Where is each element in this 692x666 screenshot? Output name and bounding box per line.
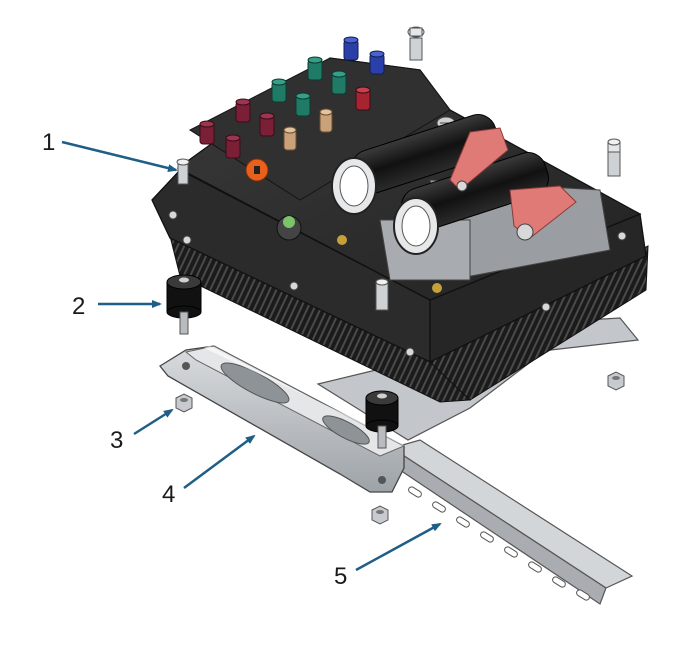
leader-arrow-5 [355, 522, 442, 572]
hex-nut-3 [607, 371, 625, 391]
callout-label-1: 1 [42, 129, 55, 156]
screw-right [607, 138, 621, 177]
cable-glands [331, 114, 611, 281]
screw-left [176, 158, 190, 185]
callout-label-2: 2 [72, 293, 85, 320]
rubber-vibration-mount-2 [365, 390, 399, 449]
screw-center [375, 278, 389, 311]
callout-label-4: 4 [162, 481, 175, 508]
din-rail [387, 439, 634, 605]
callout-4: 4 [162, 434, 256, 508]
callout-3: 3 [110, 408, 174, 454]
leader-arrow-1 [61, 140, 178, 172]
leader-arrow-3 [133, 408, 174, 436]
hex-nut-2 [371, 505, 389, 525]
callout-label-3: 3 [110, 427, 123, 454]
callout-2: 2 [72, 293, 162, 320]
connector-array [199, 36, 385, 159]
hex-nut [175, 393, 193, 413]
callout-label-5: 5 [334, 563, 347, 590]
leader-arrow-4 [183, 434, 256, 490]
callout-1: 1 [42, 129, 178, 172]
rubber-vibration-mount [166, 274, 202, 335]
screw-top [407, 26, 425, 61]
callout-5: 5 [334, 522, 442, 590]
